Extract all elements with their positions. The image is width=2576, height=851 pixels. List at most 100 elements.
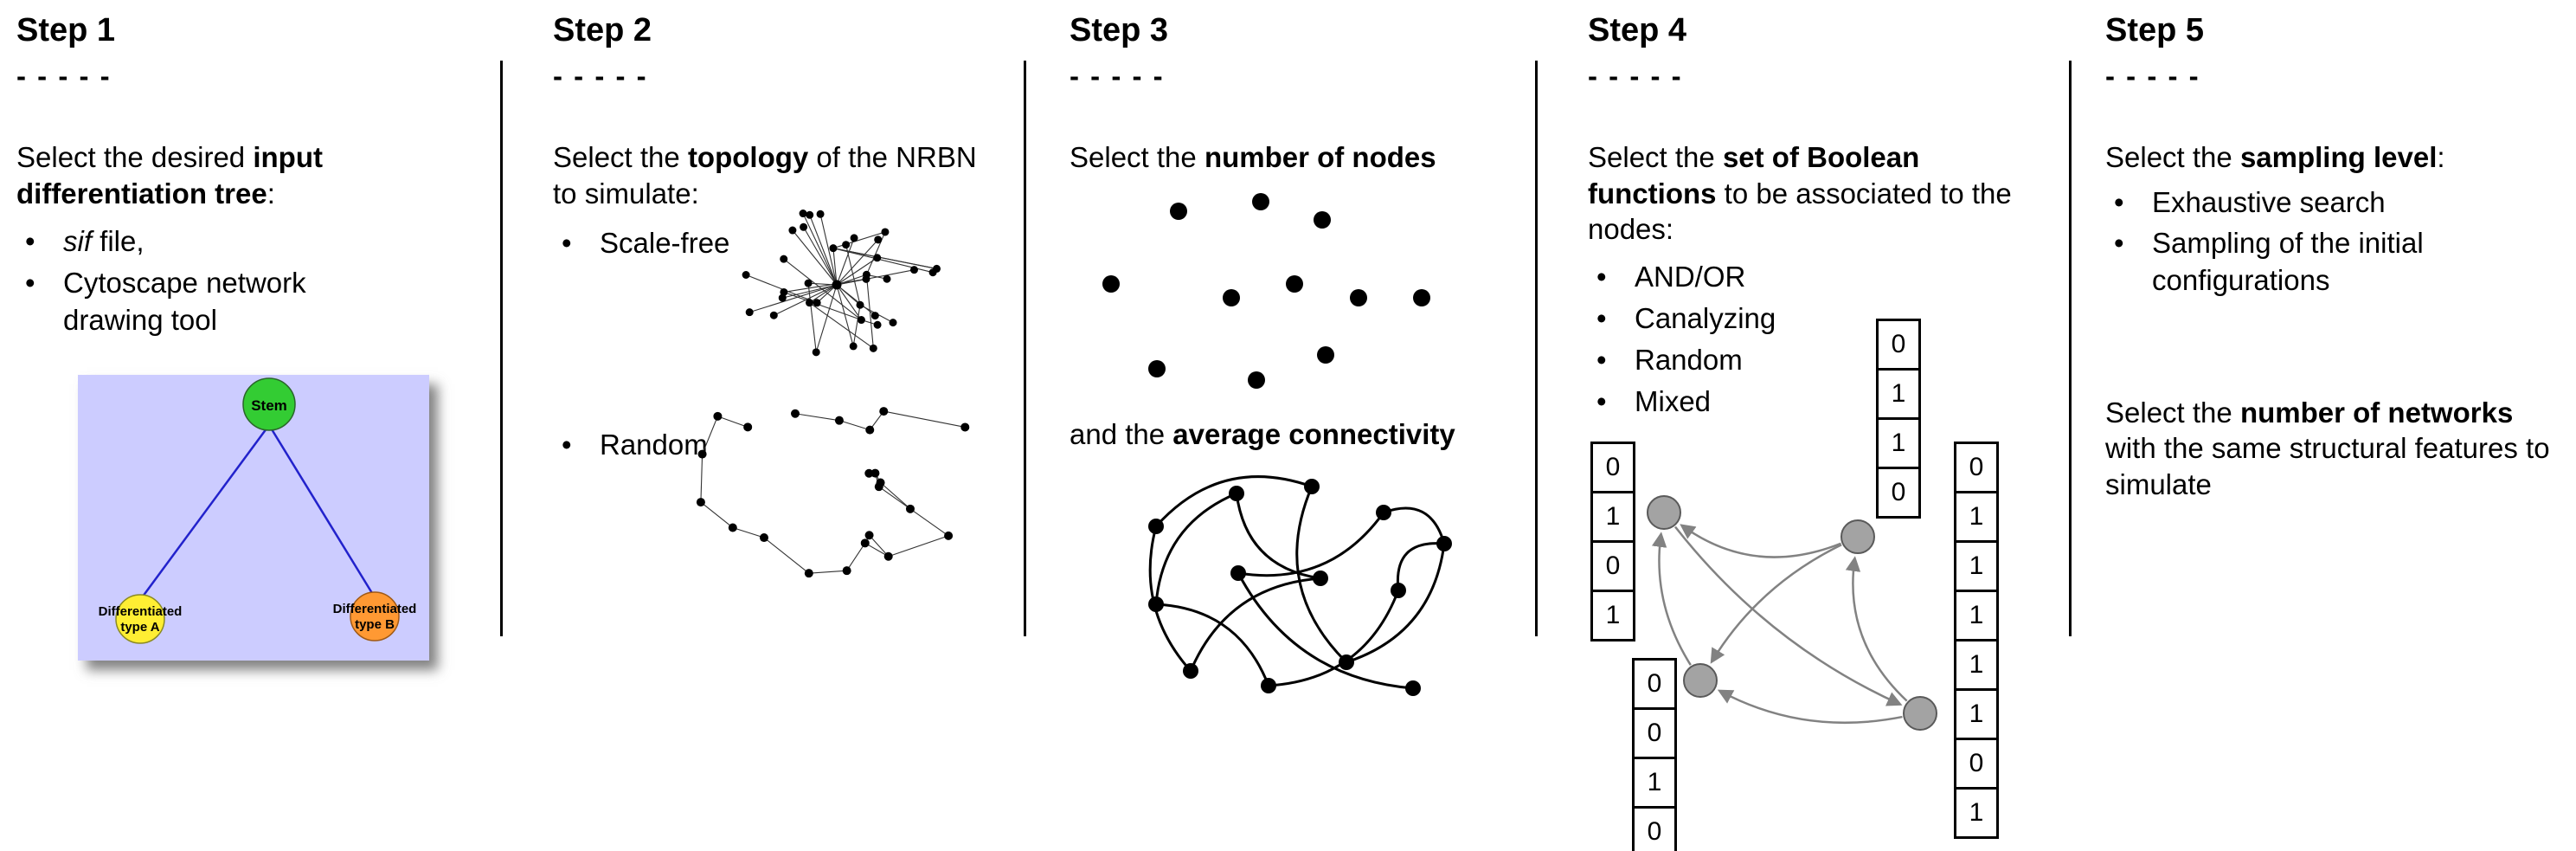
text-segment: Select the desired	[16, 141, 254, 174]
step1-column: Step 1 - - - - - Select the desired inpu…	[16, 12, 488, 661]
text-segment: Select the	[1070, 141, 1204, 174]
bullet-icon: •	[2114, 185, 2124, 218]
text-segment: Select the	[2105, 396, 2240, 429]
text-segment: Select the	[553, 141, 688, 174]
boolean-table-cell: 1	[1954, 590, 1999, 641]
step5-intro: Select the sampling level:	[2105, 139, 2560, 175]
boolean-table-cell: 1	[1876, 368, 1921, 420]
step4-title: Step 4	[1588, 12, 1687, 48]
step1-title: Step 1	[16, 12, 116, 48]
column-divider	[500, 61, 503, 636]
boolean-table-cell: 0	[1590, 540, 1635, 592]
list-item: • Cytoscape network drawing tool	[16, 265, 488, 339]
type-a-label: Differentiated	[99, 604, 183, 619]
bullet-label: Random	[1635, 343, 1743, 376]
list-item: • Random	[553, 427, 1003, 464]
text-segment: of the NRBN to simulate:	[553, 141, 977, 210]
bullet-icon: •	[2114, 227, 2124, 260]
step3-dashed-separator: - - - - -	[1070, 59, 1165, 92]
bullet-icon: •	[562, 428, 572, 461]
text-segment: Select the	[1588, 141, 1723, 174]
step1-intro: Select the desired input differentiation…	[16, 139, 488, 211]
type-b-node	[350, 591, 400, 641]
bullet-icon: •	[1596, 261, 1607, 293]
differentiation-tree-illustration: Stem Differentiated type A Differentiate…	[99, 377, 417, 644]
list-item: • Canalyzing	[1588, 300, 2072, 338]
text-segment: sampling level	[2239, 141, 2438, 174]
boolean-table-bottom-left: 0 0 1 0	[1632, 658, 1677, 851]
step3-line1: Select the number of nodes	[1070, 139, 1554, 175]
type-a-label: type A	[120, 620, 159, 635]
step1-dashed-separator: - - - - -	[16, 59, 112, 92]
bullet-icon: •	[1596, 343, 1607, 376]
boolean-table-cell: 0	[1876, 467, 1921, 519]
boolean-table-cell: 1	[1954, 688, 1999, 740]
scale-free-network-illustration	[742, 210, 941, 357]
list-item: • Mixed	[1588, 384, 2072, 421]
boolean-table-cell: 1	[1954, 787, 1999, 839]
list-item: • Sampling of the initial configurations	[2105, 225, 2560, 300]
boolean-table-cell: 0	[1632, 806, 1677, 851]
stem-label: Stem	[251, 397, 287, 414]
list-item: • sif file,	[16, 223, 488, 261]
boolean-table-cell: 1	[1590, 491, 1635, 543]
nodes-dots-illustration	[1102, 193, 1430, 389]
boolean-table-cell: 0	[1632, 707, 1677, 759]
bullet-icon: •	[25, 266, 35, 299]
step5-paragraph2: Select the number of networks with the s…	[2105, 395, 2555, 502]
list-item: • AND/OR	[1588, 259, 2072, 296]
list-item: • Random	[1588, 342, 2072, 379]
boolean-table-cell: 0	[1590, 442, 1635, 493]
boolean-table-cell: 1	[1876, 417, 1921, 469]
text-segment: :	[2437, 141, 2445, 174]
boolean-table-cell: 0	[1954, 442, 1999, 493]
step2-dashed-separator: - - - - -	[553, 59, 648, 92]
text-segment: :	[267, 177, 275, 210]
bullet-label: Sampling of the initial configurations	[2152, 227, 2424, 297]
step3-title: Step 3	[1070, 12, 1169, 48]
type-b-label: type B	[355, 617, 395, 632]
column-divider	[1024, 61, 1026, 636]
tree-edge-right	[267, 424, 376, 598]
boolean-table-cell: 0	[1954, 738, 1999, 790]
bullet-label: AND/OR	[1635, 261, 1746, 293]
column-divider	[2069, 61, 2072, 636]
text-segment: sif	[63, 224, 92, 257]
tree-edge-left	[138, 424, 271, 601]
bullet-label: Mixed	[1635, 384, 1712, 417]
text-segment: average connectivity	[1172, 417, 1455, 450]
text-segment: set of Boolean functions	[1588, 141, 1920, 210]
text-segment: topology	[687, 141, 809, 174]
type-b-label: Differentiated	[333, 602, 417, 616]
random-network-illustration	[696, 407, 970, 578]
boolean-table-left: 0 1 0 1	[1590, 442, 1635, 641]
step1-bullets: • sif file, • Cytoscape network drawing …	[16, 223, 488, 339]
text-segment: number of networks	[2239, 396, 2514, 429]
boolean-network-illustration	[1647, 495, 1937, 731]
boolean-table-cell: 0	[1876, 319, 1921, 371]
boolean-table-cell: 1	[1954, 540, 1999, 592]
step3-line2: and the average connectivity	[1070, 416, 1554, 452]
boolean-table-cell: 1	[1954, 639, 1999, 691]
bullet-icon: •	[25, 224, 35, 257]
connectivity-tangle-illustration	[1148, 475, 1452, 696]
text-segment: with the same structural features to sim…	[2105, 432, 2550, 500]
type-a-node	[115, 594, 165, 644]
bullet-icon: •	[1596, 384, 1607, 417]
bullet-label: sif file,	[63, 223, 145, 261]
list-item: • Scale-free	[553, 225, 1003, 262]
step4-bullets: • AND/OR • Canalyzing • Random • Mixed	[1588, 259, 2072, 421]
step5-title: Step 5	[2105, 12, 2205, 48]
boolean-table-cell: 0	[1632, 658, 1677, 710]
text-segment: file,	[92, 224, 145, 257]
stem-node	[242, 377, 296, 431]
text-segment: Select the	[2105, 141, 2240, 174]
boolean-table-cell: 1	[1590, 590, 1635, 641]
bullet-label: Scale-free	[600, 226, 730, 259]
boolean-table-cell: 1	[1632, 757, 1677, 809]
column-divider	[1535, 61, 1538, 636]
step5-column: Step 5 - - - - - Select the sampling lev…	[2105, 12, 2560, 502]
bullet-label: Cytoscape network drawing tool	[63, 266, 306, 336]
step4-column: Step 4 - - - - - Select the set of Boole…	[1588, 12, 2072, 851]
step2-title: Step 2	[553, 12, 652, 48]
